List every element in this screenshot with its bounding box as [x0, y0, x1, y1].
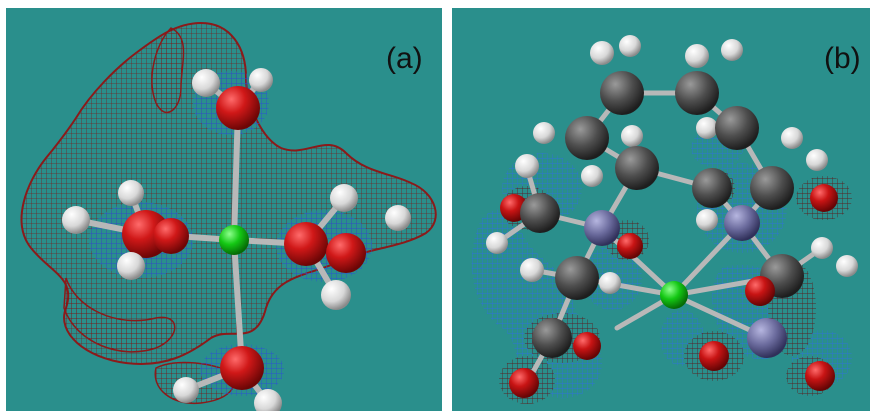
panel-label-a: (a) — [386, 42, 423, 75]
atoms — [62, 68, 411, 411]
panel-b: (b) — [452, 8, 870, 411]
atoms — [486, 35, 858, 398]
molecule-render-b — [471, 35, 858, 404]
molecule-render-a — [20, 21, 437, 411]
panel-a: (a) — [6, 8, 442, 411]
panel-label-b: (b) — [824, 42, 861, 75]
